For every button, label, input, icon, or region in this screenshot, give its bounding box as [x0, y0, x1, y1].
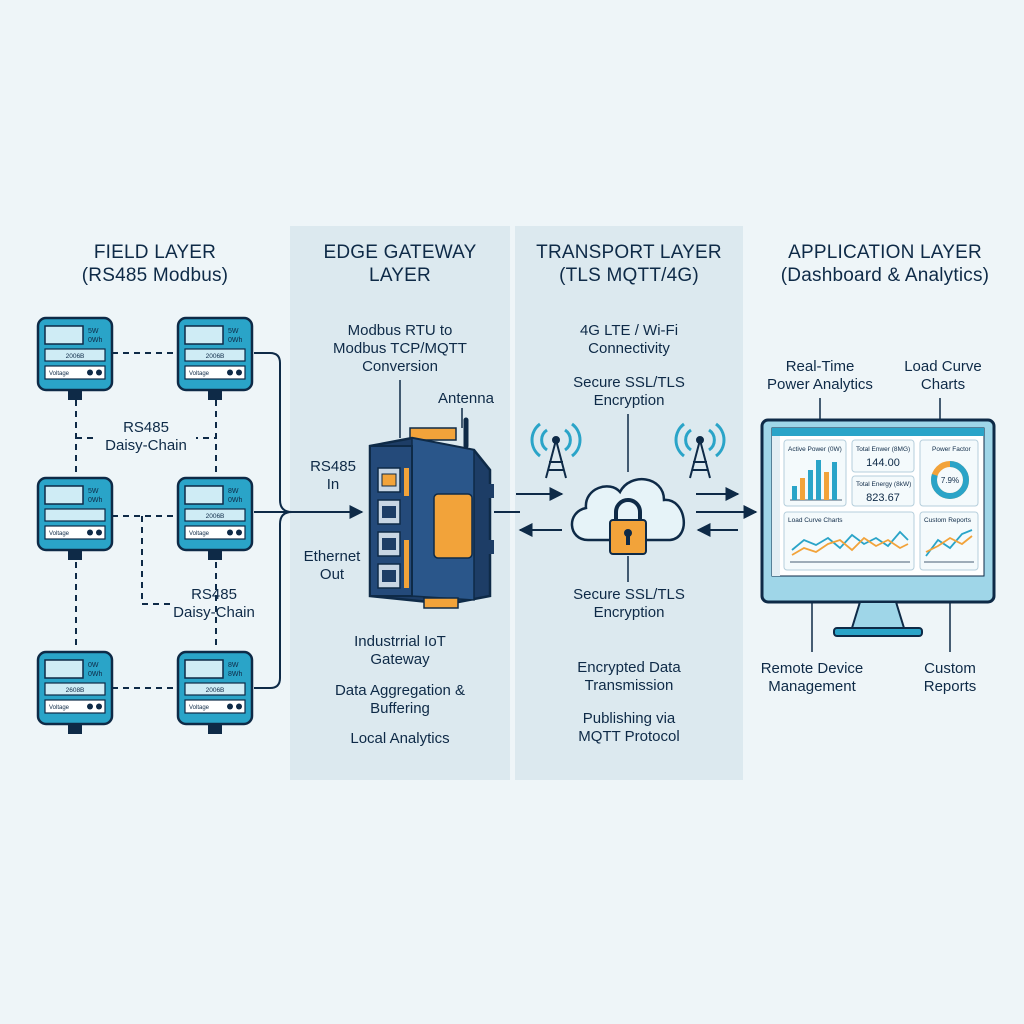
transport-application-arrows — [696, 487, 758, 537]
meter: 0W 0Wh 2608B Voltage — [36, 650, 114, 734]
ethernet-out-label: Ethernet Out — [303, 548, 361, 583]
gateway-device — [368, 417, 494, 609]
report-line-2 — [925, 535, 973, 553]
rs485-in-label: RS485 In — [310, 458, 356, 493]
svg-text:8W: 8W — [228, 662, 239, 669]
svg-text:Voltage: Voltage — [189, 371, 210, 377]
secure-encryption-label: Secure SSL/TLS Encryption — [573, 374, 685, 409]
bar — [832, 462, 837, 500]
transport-layer-title: TRANSPORT LAYER (TLS MQTT/4G) — [536, 242, 722, 286]
svg-text:2608B: 2608B — [66, 687, 85, 694]
svg-text:Voltage: Voltage — [49, 531, 70, 537]
aggregation-label: Data Aggregation & Buffering — [334, 682, 466, 717]
custom-reports-title: Custom Reports — [924, 517, 972, 524]
antenna-label: Antenna — [438, 390, 494, 407]
svg-text:0Wh: 0Wh — [228, 497, 243, 504]
svg-text:5W: 5W — [88, 488, 99, 495]
power-factor-value: 7.9% — [941, 476, 959, 485]
daisy-chain-label: RS485 Daisy-Chain — [96, 419, 196, 455]
daisy-chain-label: RS485 Daisy-Chain — [173, 586, 255, 621]
power-factor-title: Power Factor — [932, 446, 971, 453]
connectivity-label: 4G LTE / Wi-Fi Connectivity — [579, 322, 679, 357]
svg-text:Voltage: Voltage — [49, 705, 70, 711]
svg-text:2006B: 2006B — [206, 687, 225, 694]
total-energy-title-2: Total Energy (8kW) — [856, 481, 911, 488]
load-curve-chart-title: Load Curve Charts — [788, 517, 843, 524]
secure-cloud-icon — [570, 477, 685, 555]
total-energy-value-2: 823.67 — [866, 492, 900, 504]
svg-text:2006B: 2006B — [66, 353, 85, 360]
meter: 5W 0Wh 2006B Voltage — [36, 316, 114, 400]
meter: 5W 0Wh 2006B Voltage — [176, 316, 254, 400]
local-analytics-label: Local Analytics — [350, 730, 450, 747]
conversion-label: Modbus RTU to Modbus TCP/MQTT Conversion — [333, 322, 467, 375]
secure-encryption-label: Secure SSL/TLS Encryption — [573, 586, 685, 621]
cell-tower-icon — [530, 422, 582, 479]
total-energy-title-1: Total Enwer (8MG) — [856, 446, 910, 453]
field-layer-title: FIELD LAYER (RS485 Modbus) — [81, 242, 229, 286]
svg-text:0Wh: 0Wh — [88, 337, 103, 344]
rs485-wiring — [75, 352, 364, 689]
svg-text:0Wh: 0Wh — [88, 671, 103, 678]
svg-text:2006B: 2006B — [206, 513, 225, 520]
meter: 8W 8Wh 2006B Voltage — [176, 650, 254, 734]
gateway-leader-lines — [399, 380, 463, 438]
svg-text:2006B: 2006B — [206, 353, 225, 360]
svg-text:Voltage: Voltage — [49, 371, 70, 377]
load-curve-label: Load Curve Charts — [904, 358, 982, 393]
bar — [808, 470, 813, 500]
bar — [824, 472, 829, 500]
svg-text:5W: 5W — [228, 328, 239, 335]
active-power-title: Active Power (0W) — [788, 446, 842, 453]
svg-text:Voltage: Voltage — [189, 531, 210, 537]
svg-text:0W: 0W — [88, 662, 99, 669]
meter: 8W 0Wh 2006B Voltage — [176, 476, 254, 560]
gateway-label: Industrrial IoT Gateway — [354, 633, 446, 668]
power-factor-gauge — [931, 461, 969, 499]
svg-text:0Wh: 0Wh — [88, 497, 103, 504]
bar — [792, 486, 797, 500]
remote-management-label: Remote Device Management — [760, 660, 864, 695]
load-curve-line-2 — [791, 536, 909, 556]
svg-text:Voltage: Voltage — [189, 705, 210, 711]
publishing-label: Publishing via MQTT Protocol — [578, 710, 680, 745]
bar — [816, 460, 821, 500]
realtime-analytics-label: Real-Time Power Analytics — [767, 358, 873, 393]
svg-text:5W: 5W — [88, 328, 99, 335]
total-energy-value-1: 144.00 — [866, 457, 900, 469]
encrypted-transmission-label: Encrypted Data Transmission — [577, 659, 681, 694]
gateway-transport-arrows — [494, 487, 564, 537]
bar — [800, 478, 805, 500]
load-curve-line-1 — [791, 530, 909, 551]
svg-text:8W: 8W — [228, 488, 239, 495]
application-layer-title: APPLICATION LAYER (Dashboard & Analytics… — [780, 242, 990, 286]
dashboard-monitor: Active Power (0W) Total Enwer (8MG) 144.… — [760, 418, 996, 637]
report-line-1 — [925, 529, 973, 557]
cell-tower-icon — [674, 422, 726, 479]
edge-layer-title: EDGE GATEWAY LAYER — [323, 242, 477, 286]
svg-text:8Wh: 8Wh — [228, 671, 243, 678]
meter: 5W 0Wh Voltage — [36, 476, 114, 560]
svg-text:0Wh: 0Wh — [228, 337, 243, 344]
custom-reports-label: Custom Reports — [923, 660, 977, 695]
